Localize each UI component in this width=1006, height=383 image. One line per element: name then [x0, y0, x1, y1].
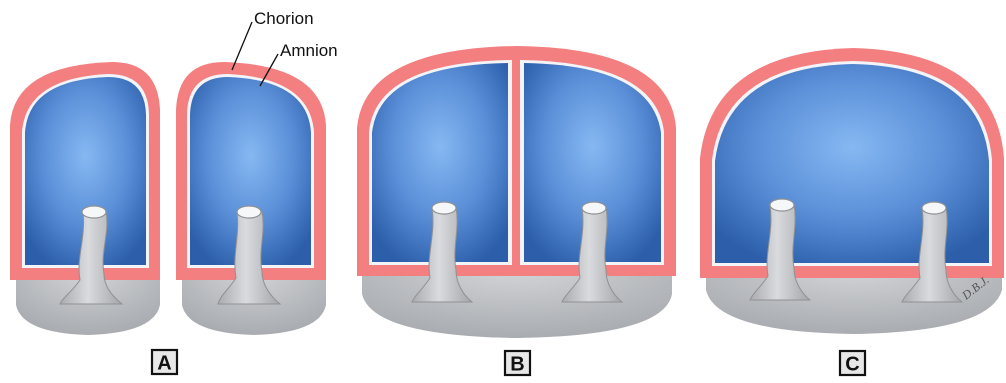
panel-c-label: C [840, 351, 865, 376]
panel-a-label: A [152, 350, 177, 375]
panel-a-diagram: Chorion Amnion A [10, 9, 338, 375]
chorion-leader-line [232, 22, 252, 70]
panel-a-label-text: A [157, 353, 171, 375]
amnion-label: Amnion [280, 41, 338, 60]
panel-a-left-sac [10, 62, 160, 335]
panel-c-amniotic-cavity [715, 64, 989, 263]
chorion-label: Chorion [254, 9, 314, 28]
panel-c-diagram: D.B.J. C [700, 48, 1004, 376]
panel-a-right-sac [176, 62, 326, 335]
panel-b-label-text: B [510, 354, 524, 376]
panel-b-label: B [505, 351, 530, 376]
panel-c-label-text: C [845, 354, 859, 376]
panel-b-diagram: B [357, 46, 676, 376]
